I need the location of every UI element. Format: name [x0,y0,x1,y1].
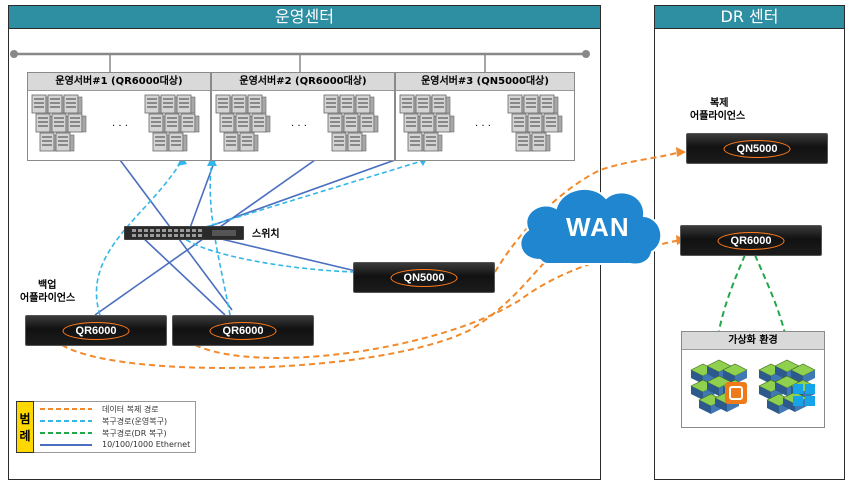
replication-path [61,249,561,369]
cluster-g2-left [216,95,270,151]
ellipsis-g1: . . . [112,118,128,129]
legend-item-dr-recovery: 복구경로(DR 복구) [102,429,167,438]
backup-appliance-qr6000-a: QR6000 [25,315,167,346]
cluster-g3-left [400,95,454,151]
appliance-logo: QR6000 [62,321,130,340]
wan-label: WAN [566,212,630,242]
legend-tag-char-1: 범 [19,412,31,426]
server-group-title: 운영서버#2 (QR6000대상) [212,73,394,91]
operation-center-title: 운영센터 [9,6,600,29]
vmware-stack [690,359,748,415]
replication-path [194,239,681,359]
replica-appliance-label-line1: 복제 [710,98,729,109]
eth-link [139,234,226,316]
switch-label: 스위치 [252,229,280,240]
cluster-g2-right [324,95,378,151]
server-group-title: 운영서버#3 (QN5000대상) [396,73,574,91]
cluster-g1-left [32,95,86,151]
ellipsis-g2: . . . [291,118,307,129]
virtual-env-title: 가상화 환경 [682,332,824,350]
wan-cloud-icon [519,188,663,266]
bus-end-right [582,50,590,58]
ops-recovery-path [95,159,183,316]
legend-tag: 범 례 [16,401,34,453]
appliance-logo: QN5000 [390,268,458,287]
dr-recovery-paths [714,254,791,361]
appliance-logo: QR6000 [209,321,277,340]
dr-recovery-path [714,254,746,361]
server-group-title: 운영서버#1 (QR6000대상) [28,73,210,91]
replication-paths [61,151,681,369]
backup-appliance-label-line1: 백업 [38,280,57,291]
switch-device [124,226,244,240]
vmware-logo-icon [725,382,747,404]
replica-appliance-label-line2: 어플라이언스 [690,111,746,122]
legend-item-ops-recovery: 복구경로(운영복구) [102,417,168,426]
legend-tag-char-2: 례 [19,429,31,443]
appliance-logo: QR6000 [717,231,785,250]
legend-swatches [40,408,92,446]
legend-item-ethernet: 10/100/1000 Ethernet [102,440,191,449]
backup-appliance-label-line2: 어플라이언스 [20,293,76,304]
appliance-logo: QN5000 [723,139,791,158]
bus-end-left [10,50,18,58]
replication-path [494,151,681,273]
virtual-servers [690,359,816,415]
backup-appliance-qr6000-b: QR6000 [172,315,314,346]
dr-appliance-qn5000: QN5000 [686,133,828,164]
ops-appliance-qn5000: QN5000 [353,262,495,293]
dr-appliance-qr6000: QR6000 [680,225,822,256]
hyperv-stack [758,359,816,415]
ellipsis-g3: . . . [475,118,491,129]
cluster-g1-right [145,95,199,151]
dr-recovery-path [754,254,791,361]
windows-logo-icon [793,384,815,406]
dr-center-title: DR 센터 [655,6,844,29]
cluster-g3-right [508,95,562,151]
legend-item-replication: 데이터 복제 경로 [102,405,159,414]
